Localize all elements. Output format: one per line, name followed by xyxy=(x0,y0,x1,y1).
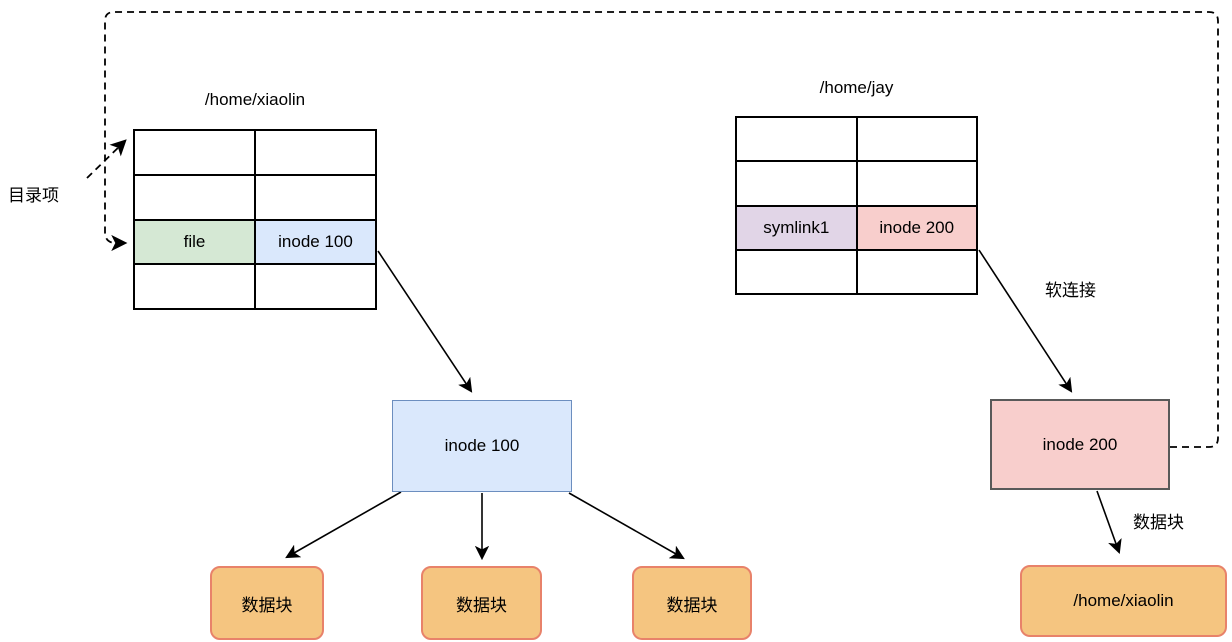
table-cell-empty xyxy=(856,161,977,206)
inode100-box: inode 100 xyxy=(392,400,572,492)
table-cell-empty xyxy=(134,264,255,309)
table-cell-empty xyxy=(255,130,376,175)
directory-table-xiaolin: file inode 100 xyxy=(133,129,377,310)
arrow-inode100-to-datablock3 xyxy=(568,492,685,560)
data-block-3: 数据块 xyxy=(632,566,752,640)
table-cell-empty xyxy=(736,117,857,162)
cell-symlink-inode: inode 200 xyxy=(856,205,977,250)
directory-entry-dashed-arrow xyxy=(86,139,127,179)
arrow-cell-to-inode100 xyxy=(377,250,473,393)
directory-entry-label: 目录项 xyxy=(8,186,59,205)
table-cell-empty xyxy=(134,174,255,220)
table-cell-empty xyxy=(856,249,977,294)
cell-symlink-name: symlink1 xyxy=(736,205,857,250)
inode200-box: inode 200 xyxy=(990,399,1170,490)
data-block-2: 数据块 xyxy=(421,566,542,640)
soft-link-label: 软连接 xyxy=(1045,281,1096,300)
arrow-cell-to-inode200 xyxy=(978,249,1073,393)
table-cell-empty xyxy=(255,264,376,309)
cell-file-inode: inode 100 xyxy=(255,219,376,265)
table-cell-empty xyxy=(134,130,255,175)
symlink-loop-dashed-arrow xyxy=(104,11,1219,448)
table-cell-empty xyxy=(736,161,857,206)
table-cell-empty xyxy=(736,249,857,294)
arrow-inode100-to-datablock1 xyxy=(285,491,402,559)
directory-table-jay: symlink1 inode 200 xyxy=(735,116,978,295)
arrow-inode200-to-target xyxy=(1096,490,1122,555)
table-cell-empty xyxy=(255,174,376,220)
table-cell-empty xyxy=(856,117,977,162)
symlink-target-block: /home/xiaolin xyxy=(1020,565,1227,637)
data-block-label: 数据块 xyxy=(1133,513,1184,532)
data-block-1: 数据块 xyxy=(210,566,324,640)
left-table-title: /home/xiaolin xyxy=(204,90,306,109)
cell-file-name: file xyxy=(134,219,255,265)
right-table-title: /home/jay xyxy=(819,78,894,97)
